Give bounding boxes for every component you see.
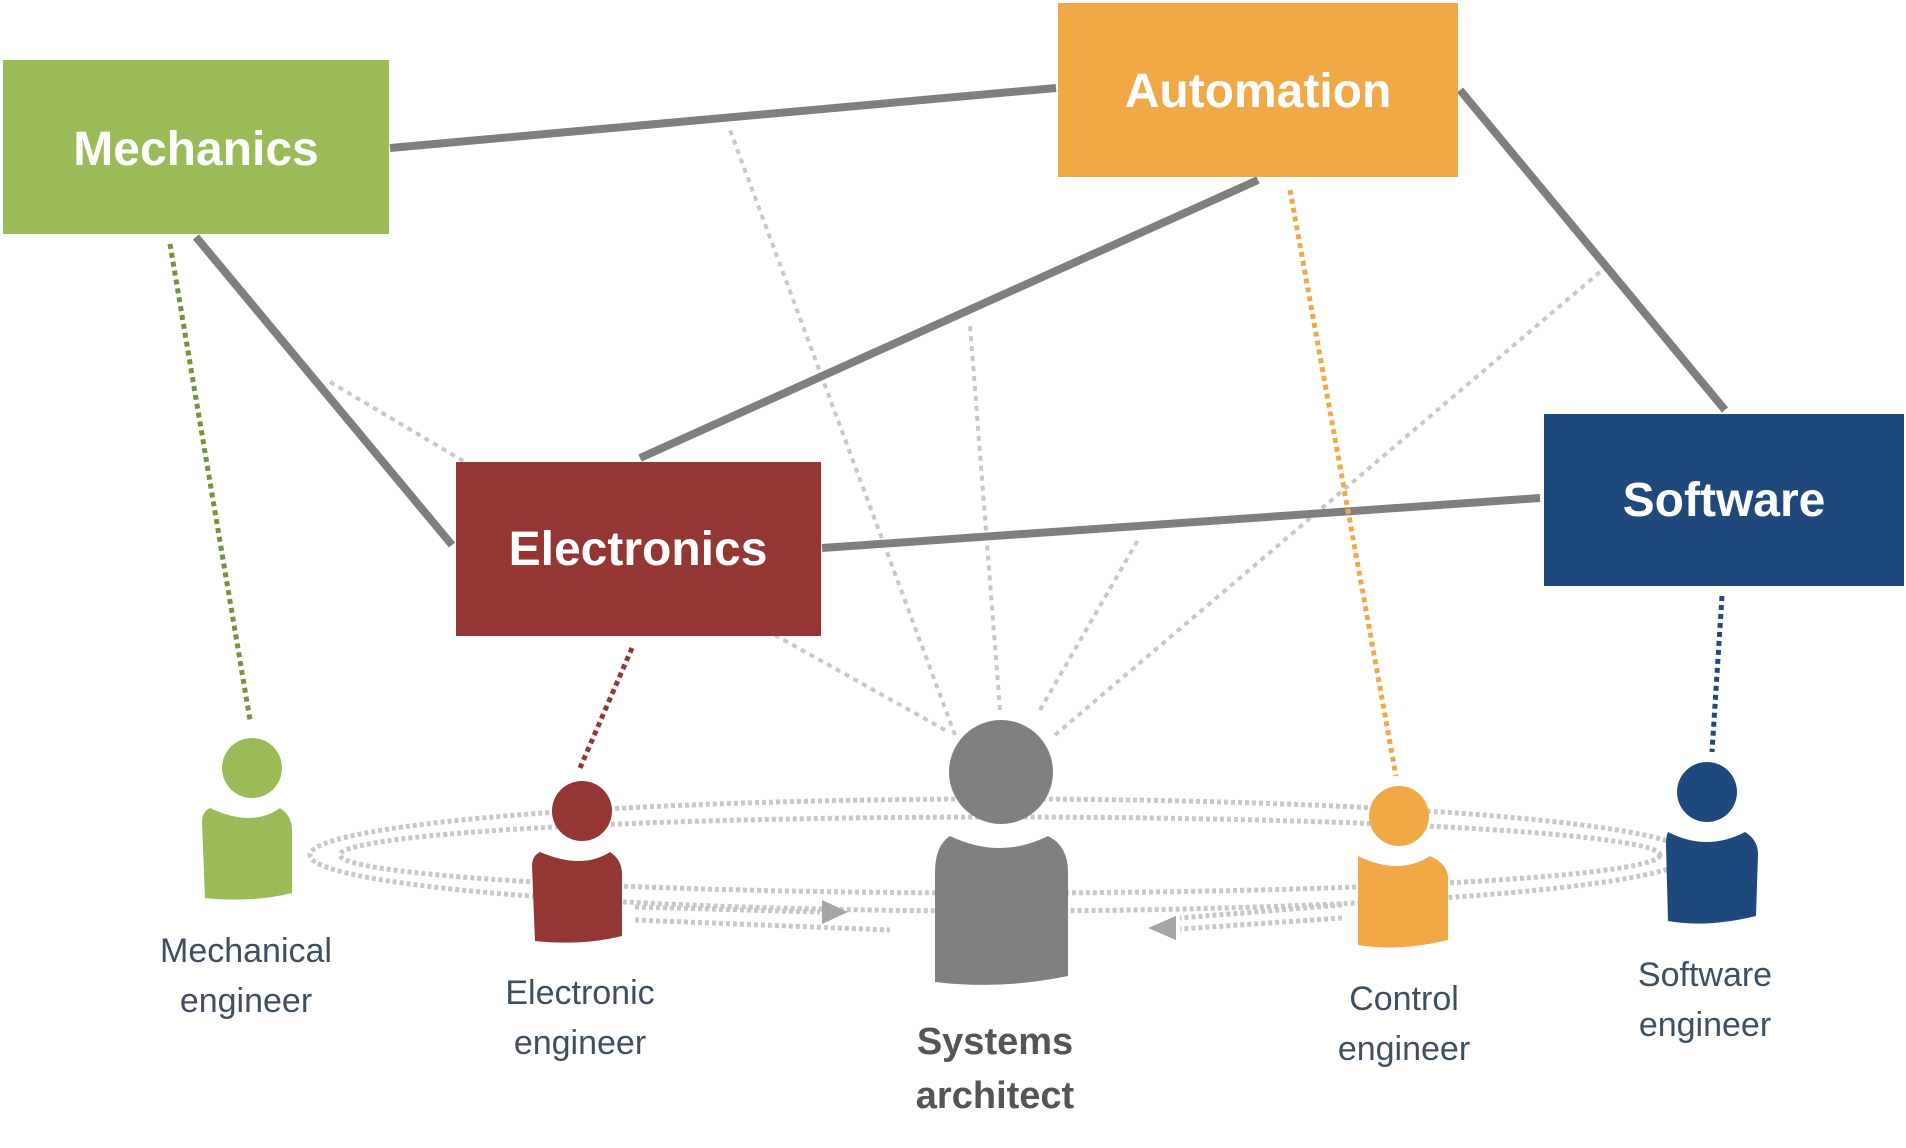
role-label-electronic-line1: Electronic <box>505 974 654 1012</box>
link-electronics-software <box>821 494 1541 552</box>
dotted-link-architect-center <box>968 324 1002 711</box>
dotted-link-architect-electronics-right <box>1038 539 1140 711</box>
role-label-control-line2: engineer <box>1338 1030 1470 1068</box>
domain-label-software: Software <box>1623 474 1826 527</box>
dotted-link-software-engineer <box>1709 595 1725 753</box>
flow-arrows <box>634 902 1343 933</box>
person-icon <box>1666 762 1758 924</box>
role-label-mechanical-line1: Mechanical <box>160 932 332 970</box>
role-label-control-line1: Control <box>1349 980 1459 1018</box>
collaboration-ring-inner <box>337 814 1663 896</box>
role-label-mechanical: Mechanical engineer <box>160 932 332 1020</box>
domain-label-electronics: Electronics <box>509 523 768 576</box>
role-label-software-line1: Software <box>1638 956 1772 994</box>
person-icon <box>1358 786 1448 948</box>
person-icon <box>935 720 1068 985</box>
role-label-architect-line2: architect <box>916 1075 1075 1117</box>
arrowhead-left-icon <box>822 900 848 924</box>
dotted-link-mechanics-engineer <box>167 243 253 721</box>
domain-label-automation: Automation <box>1125 65 1392 118</box>
architect-dotted-links <box>328 129 1602 737</box>
domain-box-software: Software <box>1544 414 1904 586</box>
arrow-right-to-architect-2 <box>1179 915 1343 932</box>
domain-box-mechanics: Mechanics <box>3 60 389 234</box>
dotted-link-mechanics-electronics <box>328 380 467 464</box>
link-mechanics-electronics <box>192 234 456 548</box>
dotted-link-automation-engineer <box>1287 189 1399 777</box>
dotted-link-architect-mechanics-area <box>728 129 957 736</box>
dotted-link-electronics-engineer <box>577 647 635 769</box>
person-icon <box>202 738 292 900</box>
link-mechanics-automation <box>389 84 1057 152</box>
dotted-link-architect-electronics-bottom <box>774 633 946 732</box>
link-automation-software <box>1456 87 1729 413</box>
person-icon <box>532 781 622 943</box>
arrowhead-right-icon <box>1148 916 1176 940</box>
domain-solid-links <box>192 84 1729 552</box>
role-label-control: Control engineer <box>1338 980 1470 1068</box>
role-label-mechanical-line2: engineer <box>180 982 312 1020</box>
domain-label-mechanics: Mechanics <box>73 123 318 176</box>
domain-box-automation: Automation <box>1058 3 1458 177</box>
role-label-electronic: Electronic engineer <box>505 974 654 1062</box>
arrow-left-to-architect-2 <box>634 917 891 933</box>
engineer-dotted-links <box>167 189 1725 777</box>
link-automation-electronics <box>638 176 1260 462</box>
domain-box-electronics: Electronics <box>456 462 821 636</box>
arrow-left-to-architect-1 <box>634 904 821 915</box>
role-label-software-line2: engineer <box>1639 1006 1771 1044</box>
role-label-electronic-line2: engineer <box>514 1024 646 1062</box>
role-label-architect: Systems architect <box>916 1021 1075 1117</box>
arrow-right-to-architect-1 <box>1179 902 1343 921</box>
role-label-software: Software engineer <box>1638 956 1772 1044</box>
role-label-architect-line1: Systems <box>917 1021 1073 1063</box>
